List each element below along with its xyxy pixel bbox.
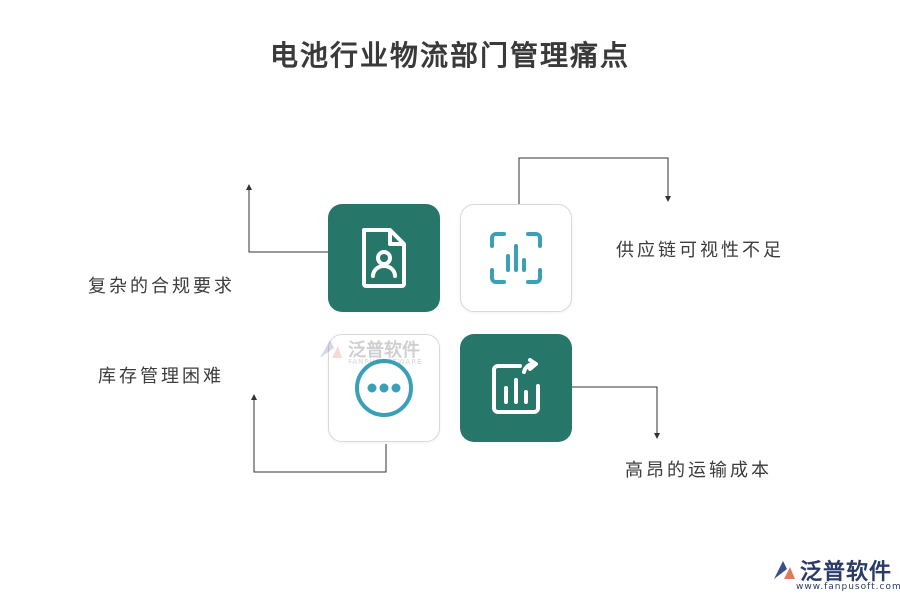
- label-visibility: 供应链可视性不足: [616, 240, 784, 261]
- brand-logo: 泛普软件: [772, 554, 892, 586]
- label-inventory: 库存管理困难: [98, 366, 224, 387]
- watermark: 泛普软件 FANPUSOFTWARE: [318, 336, 422, 366]
- card-inventory: [328, 334, 440, 442]
- label-transport-cost: 高昂的运输成本: [625, 460, 772, 481]
- brand-url: www.fanpusoft.com: [796, 582, 900, 592]
- user-document-icon: [362, 228, 406, 288]
- brand-logo-text: 泛普软件: [800, 560, 893, 585]
- card-compliance: [328, 204, 440, 312]
- watermark-text: 泛普软件: [348, 340, 420, 361]
- connector-tl: [246, 184, 328, 253]
- more-dots-icon: [355, 359, 413, 417]
- scan-chart-icon: [490, 232, 542, 284]
- chart-export-icon: [492, 358, 540, 414]
- connector-bl: [251, 394, 387, 473]
- watermark-logo-icon: [320, 340, 342, 358]
- card-visibility: [460, 204, 572, 312]
- connector-br: [572, 386, 660, 439]
- card-transport-cost: [460, 334, 572, 442]
- brand-logo-icon: [774, 561, 795, 579]
- connector-tr: [518, 157, 671, 204]
- watermark-sub: FANPUSOFTWARE: [348, 358, 423, 366]
- page-title: 电池行业物流部门管理痛点: [269, 39, 630, 72]
- label-compliance: 复杂的合规要求: [88, 276, 235, 297]
